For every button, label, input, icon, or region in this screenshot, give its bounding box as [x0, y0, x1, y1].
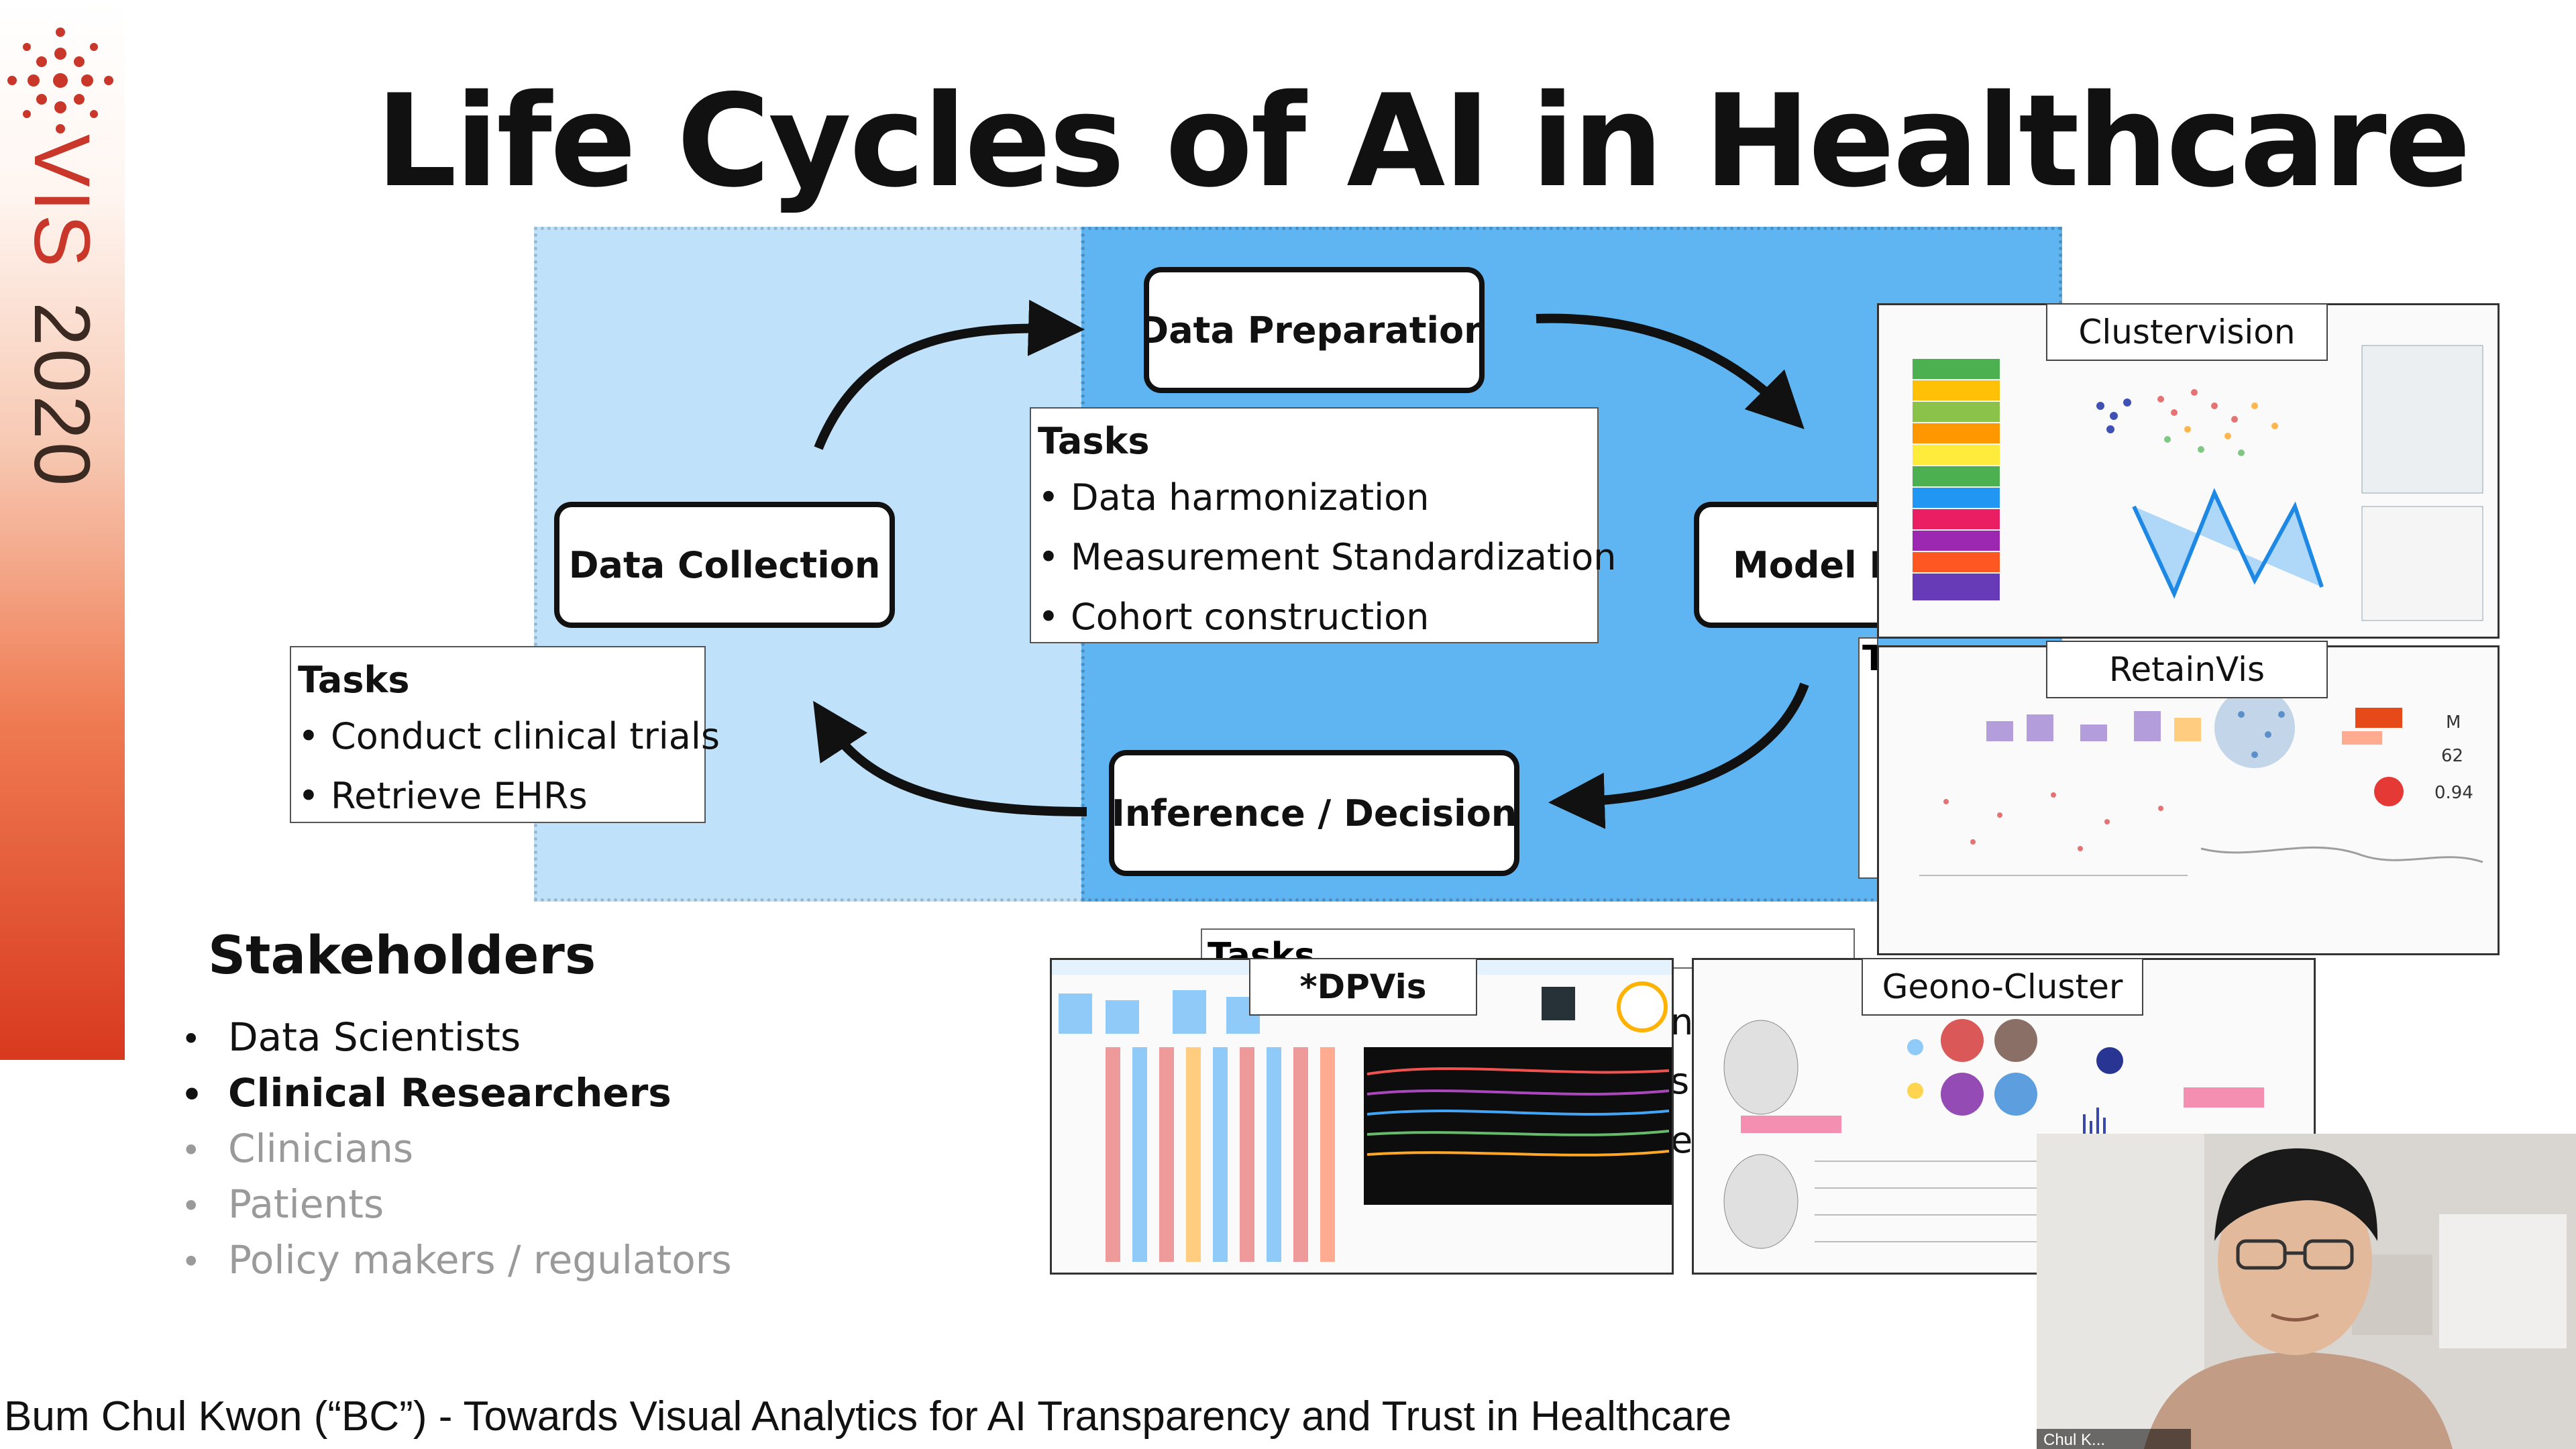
task-item: • Retrieve EHRs: [298, 775, 588, 817]
retainvis-value-sex: M: [2446, 712, 2461, 733]
stakeholder-item: •Clinicians: [181, 1126, 414, 1171]
stage-model-building[interactable]: Model B: [1694, 502, 1895, 628]
tasks-model-box-partial: T: [1858, 637, 1878, 879]
tasks-preparation-box: Tasks • Data harmonization • Measurement…: [1030, 407, 1617, 643]
tasks-preparation-heading: Tasks: [1038, 420, 1150, 462]
geono-cluster-label: Geono-Cluster: [1862, 958, 2143, 1016]
stakeholder-item: •Clinical Researchers: [181, 1070, 672, 1116]
vis-wordmark-name: VIS: [17, 134, 106, 270]
speaker-caption: Bum Chul Kwon (“BC”) - Towards Visual An…: [4, 1393, 1732, 1440]
stakeholder-item: •Data Scientists: [181, 1014, 521, 1060]
task-item: • Data harmonization: [1038, 476, 1430, 519]
tasks-collection-heading: Tasks: [298, 659, 410, 701]
dpvis-label: *DPVis: [1249, 958, 1477, 1016]
clustervision-label: Clustervision: [2046, 303, 2328, 361]
retainvis-value-age: 62: [2441, 746, 2463, 766]
slide-title: Life Cycles of AI in Healthcare: [376, 67, 2471, 215]
stage-data-preparation-label: Data Preparation: [1144, 309, 1485, 352]
cluster-bars: [1913, 359, 2000, 600]
speaker-video-feed: Chul K...: [2037, 1134, 2576, 1449]
retainvis-value-score: 0.94: [2434, 783, 2473, 803]
stage-data-collection-label: Data Collection: [568, 543, 881, 586]
arrow-inference-to-collection: [813, 700, 1087, 816]
vis2020-brand-strip: [0, 0, 125, 1060]
arrow-preparation-to-model: [1536, 313, 1805, 429]
task-item: • Conduct clinical trials: [298, 715, 720, 757]
arrow-model-to-inference: [1548, 682, 1809, 829]
dpvis-thumbnail: [1052, 960, 1672, 1273]
stage-inference-decision[interactable]: Inference / Decision: [1109, 750, 1519, 876]
tasks-collection-box: Tasks • Conduct clinical trials • Retrie…: [290, 646, 720, 823]
stakeholder-item: •Policy makers / regulators: [181, 1237, 732, 1283]
vis2020-wordmark: VIS 2020: [15, 134, 109, 537]
task-item: • Measurement Standardization: [1038, 536, 1617, 578]
retainvis-label: RetainVis: [2046, 641, 2328, 698]
vis-wordmark-year: 2020: [17, 302, 106, 489]
task-item: • Cohort construction: [1038, 596, 1430, 638]
retainvis-thumbnail: M 62 0.94: [1879, 647, 2498, 953]
stage-inference-decision-label: Inference / Decision: [1111, 792, 1517, 835]
stage-data-preparation[interactable]: Data Preparation: [1144, 267, 1485, 393]
stage-data-collection[interactable]: Data Collection: [554, 502, 895, 628]
stage-model-building-label: Model B: [1733, 543, 1895, 586]
stakeholders-heading: Stakeholders: [208, 926, 596, 986]
dpvis-columns: [1106, 1047, 1335, 1262]
webcam-name-tag: Chul K...: [2043, 1431, 2105, 1449]
speaker-webcam: Chul K...: [2037, 1134, 2576, 1449]
clustervision-screenshot: [1877, 303, 2500, 639]
arrow-collection-to-preparation: [814, 299, 1085, 450]
stakeholder-item: •Patients: [181, 1181, 384, 1227]
vis-logo-icon: [7, 28, 113, 133]
stakeholders-list: •Data Scientists •Clinical Researchers •…: [181, 1010, 732, 1288]
cycle-arrows: [813, 299, 1809, 829]
